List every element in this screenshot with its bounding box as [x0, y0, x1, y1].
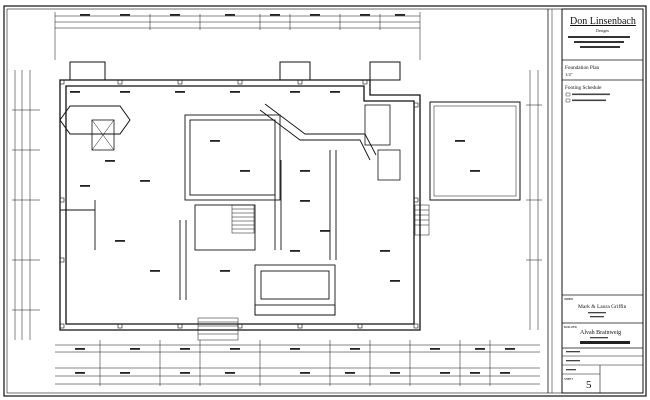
- dimension-label: [170, 14, 180, 16]
- dimension-label: [120, 14, 130, 16]
- dimension-label: [290, 91, 300, 93]
- dimension-label: [210, 140, 220, 142]
- dimension-label: [430, 348, 440, 350]
- svg-text:SHEET: SHEET: [564, 377, 573, 381]
- dimension-label: [390, 372, 400, 374]
- dimension-label: [80, 185, 90, 187]
- garage-slab: [429, 101, 521, 201]
- dimension-label: [70, 91, 80, 93]
- dimension-label: [75, 372, 85, 374]
- bottom-dimensions: [55, 340, 540, 386]
- sheet-border: [3, 5, 647, 397]
- dimension-label: [310, 14, 320, 16]
- builder-name: Alvah Brainweig: [580, 330, 621, 336]
- dimension-label: [300, 170, 310, 172]
- dimension-label: [470, 170, 480, 172]
- dimension-labels: [59, 14, 515, 374]
- dimension-label: [220, 270, 230, 272]
- dimension-label: [175, 91, 185, 93]
- pier-marker: [297, 79, 303, 85]
- dimension-label: [240, 170, 250, 172]
- front-porch-left: [69, 61, 106, 81]
- dimension-label: [230, 348, 240, 350]
- dimension-label: [180, 372, 190, 374]
- pier-marker: [59, 79, 65, 85]
- pier-marker: [177, 323, 183, 329]
- front-porch-right: [369, 61, 401, 81]
- pier-marker: [357, 323, 363, 329]
- dimension-label: [345, 372, 355, 374]
- dimension-label: [470, 372, 480, 374]
- dimension-label: [320, 230, 330, 232]
- sheet-number: 5: [586, 379, 592, 391]
- svg-text:BUILDER: BUILDER: [564, 325, 577, 329]
- foundation-plan-label: Foundation Plan: [565, 65, 600, 71]
- footing-schedule-label: Footing Schedule: [565, 85, 602, 91]
- pier-marker: [413, 323, 419, 329]
- dimension-label: [455, 140, 465, 142]
- foundation-plan-scale: 1/4": [565, 72, 573, 77]
- dimension-label: [130, 348, 140, 350]
- dimension-label: [150, 270, 160, 272]
- dimension-label: [230, 91, 240, 93]
- dimension-label: [500, 372, 510, 374]
- designer-subtitle: Designs: [596, 28, 609, 33]
- stairs: [197, 204, 430, 341]
- pier-marker: [413, 102, 419, 108]
- left-dimensions: [12, 70, 40, 340]
- dimension-label: [225, 372, 235, 374]
- foundation-plan: [12, 12, 542, 386]
- dimension-label: [80, 14, 90, 16]
- svg-text:OWNER: OWNER: [564, 297, 573, 301]
- pier-marker: [59, 323, 65, 329]
- dimension-label: [290, 348, 300, 350]
- pier-marker: [117, 323, 123, 329]
- pier-marker: [177, 79, 183, 85]
- dimension-label: [380, 250, 390, 252]
- pier-marker: [362, 79, 368, 85]
- dimension-label: [390, 280, 400, 282]
- pier-marker: [297, 323, 303, 329]
- dimension-label: [140, 180, 150, 182]
- dimension-label: [330, 91, 340, 93]
- pier-marker: [59, 197, 65, 203]
- top-dimensions: [54, 12, 421, 60]
- pier-marker: [413, 197, 419, 203]
- dimension-label: [120, 91, 130, 93]
- interior-footings: [60, 103, 377, 306]
- front-porch-center: [279, 61, 311, 81]
- dimension-label: [115, 240, 125, 242]
- pier-marker: [117, 79, 123, 85]
- dimension-label: [300, 372, 310, 374]
- dimension-label: [120, 372, 130, 374]
- dimension-label: [75, 348, 85, 350]
- dimension-label: [300, 200, 310, 202]
- dimension-label: [475, 348, 485, 350]
- pier-marker: [237, 79, 243, 85]
- designer-name: Don Linsenbach: [570, 16, 636, 27]
- dimension-label: [180, 348, 190, 350]
- right-dimensions: [526, 70, 542, 330]
- dimension-label: [505, 348, 515, 350]
- dimension-label: [360, 14, 370, 16]
- client-name: Mark & Laura Griffin: [578, 303, 627, 310]
- pier-marker: [237, 323, 243, 329]
- dimension-label: [225, 14, 235, 16]
- bay-window: [59, 105, 131, 135]
- dimension-label: [350, 348, 360, 350]
- pier-marker: [59, 257, 65, 263]
- dimension-label: [440, 372, 450, 374]
- dimension-label: [395, 14, 405, 16]
- dimension-label: [270, 14, 280, 16]
- title-block: Don Linsenbach Designs Foundation Plan 1…: [547, 8, 644, 394]
- dimension-label: [290, 250, 300, 252]
- dimension-label: [105, 160, 115, 162]
